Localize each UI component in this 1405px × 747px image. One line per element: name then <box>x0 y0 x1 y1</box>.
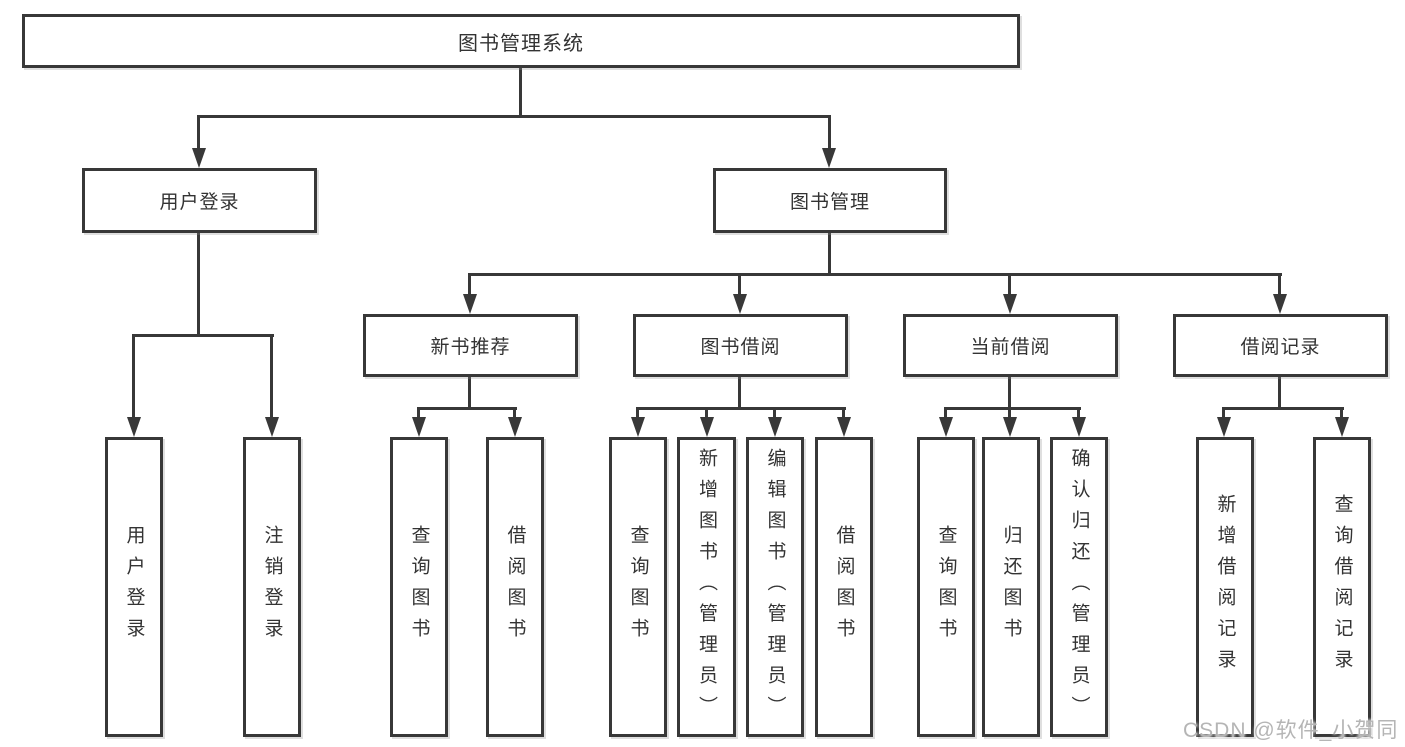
leaf-label: 查询图书 <box>408 525 430 649</box>
connector-current-borrow-rail <box>944 407 1081 410</box>
node-leaf-query-books-2: 查询图书 <box>609 437 667 737</box>
node-root: 图书管理系统 <box>22 14 1020 68</box>
connector-to-leaf-borrow-books-2 <box>842 407 845 419</box>
arrowhead-leaf-logout-icon <box>265 417 279 437</box>
connector-to-book-management <box>828 115 831 150</box>
leaf-label: 编辑图书（管理员） <box>764 447 786 727</box>
arrowhead-leaf-return-books-icon <box>1003 417 1017 437</box>
arrowhead-leaf-confirm-return-icon <box>1072 417 1086 437</box>
arrowhead-book-borrow-icon <box>733 294 747 314</box>
connector-new-book-stem <box>468 377 471 410</box>
connector-new-book-rail <box>417 407 517 410</box>
connector-to-current-borrow <box>1008 273 1011 296</box>
connector-user-login-stem <box>197 233 200 337</box>
node-new-book-recommend-label: 新书推荐 <box>430 337 511 358</box>
connector-to-leaf-add-record <box>1222 407 1225 419</box>
node-leaf-add-books-admin: 新增图书（管理员） <box>677 437 736 737</box>
node-current-borrow: 当前借阅 <box>903 314 1118 377</box>
node-leaf-borrow-books-1: 借阅图书 <box>486 437 544 737</box>
leaf-label: 归还图书 <box>1000 525 1022 649</box>
connector-borrow-records-stem <box>1278 377 1281 410</box>
connector-to-user-login <box>197 115 200 150</box>
connector-root-rail <box>198 115 831 118</box>
leaf-label: 新增图书（管理员） <box>696 447 717 727</box>
arrowhead-book-management-icon <box>822 148 836 168</box>
node-user-login: 用户登录 <box>82 168 317 233</box>
node-leaf-borrow-books-2: 借阅图书 <box>815 437 873 737</box>
connector-root-stem <box>519 68 522 118</box>
node-leaf-add-borrow-record: 新增借阅记录 <box>1196 437 1254 737</box>
node-leaf-logout: 注销登录 <box>243 437 301 737</box>
arrowhead-leaf-query-books-1-icon <box>412 417 426 437</box>
connector-borrow-records-rail <box>1222 407 1344 410</box>
arrowhead-user-login-icon <box>192 148 206 168</box>
arrowhead-current-borrow-icon <box>1003 294 1017 314</box>
arrowhead-leaf-edit-books-icon <box>768 417 782 437</box>
arrowhead-leaf-query-books-2-icon <box>631 417 645 437</box>
connector-to-leaf-query-books-2 <box>636 407 639 419</box>
node-current-borrow-label: 当前借阅 <box>970 337 1051 358</box>
node-leaf-query-books-3: 查询图书 <box>917 437 975 737</box>
leaf-label: 借阅图书 <box>833 525 855 649</box>
node-leaf-confirm-return-admin: 确认归还（管理员） <box>1050 437 1108 737</box>
connector-to-leaf-user-login <box>132 334 135 419</box>
connector-to-leaf-return-books <box>1008 407 1011 419</box>
leaf-label: 注销登录 <box>261 525 283 649</box>
node-book-borrow-label: 图书借阅 <box>700 337 781 358</box>
arrowhead-leaf-query-books-3-icon <box>939 417 953 437</box>
connector-to-leaf-query-books-1 <box>417 407 420 419</box>
arrowhead-leaf-borrow-books-2-icon <box>837 417 851 437</box>
connector-book-management-rail <box>468 273 1282 276</box>
leaf-label: 查询图书 <box>935 525 957 649</box>
csdn-watermark: CSDN @软件_小贺同学 <box>1183 719 1399 742</box>
leaf-label: 查询图书 <box>627 525 649 649</box>
arrowhead-borrow-records-icon <box>1273 294 1287 314</box>
node-borrow-records: 借阅记录 <box>1173 314 1388 377</box>
connector-to-leaf-confirm-return <box>1077 407 1080 419</box>
arrowhead-leaf-add-record-icon <box>1217 417 1231 437</box>
node-book-borrow: 图书借阅 <box>633 314 848 377</box>
node-leaf-edit-books-admin: 编辑图书（管理员） <box>746 437 804 737</box>
node-borrow-records-label: 借阅记录 <box>1240 337 1321 358</box>
connector-to-leaf-edit-books <box>773 407 776 419</box>
connector-book-management-stem <box>828 233 831 276</box>
connector-to-new-book-recommend <box>468 273 471 296</box>
leaf-label: 借阅图书 <box>504 525 526 649</box>
connector-to-leaf-logout <box>270 334 273 419</box>
connector-to-leaf-add-books <box>705 407 708 419</box>
node-new-book-recommend: 新书推荐 <box>363 314 578 377</box>
node-leaf-return-books: 归还图书 <box>982 437 1040 737</box>
connector-book-borrow-stem <box>738 377 741 410</box>
arrowhead-leaf-query-record-icon <box>1335 417 1349 437</box>
leaf-label: 用户登录 <box>123 525 145 649</box>
connector-to-borrow-records <box>1278 273 1281 296</box>
arrowhead-leaf-user-login-icon <box>127 417 141 437</box>
leaf-label: 查询借阅记录 <box>1331 494 1353 680</box>
connector-book-borrow-rail <box>636 407 846 410</box>
connector-to-leaf-borrow-books-1 <box>513 407 516 419</box>
leaf-label: 确认归还（管理员） <box>1068 447 1090 727</box>
arrowhead-leaf-add-books-icon <box>700 417 714 437</box>
connector-to-leaf-query-books-3 <box>944 407 947 419</box>
leaf-label: 新增借阅记录 <box>1214 494 1236 680</box>
connector-to-leaf-query-record <box>1340 407 1343 419</box>
connector-current-borrow-stem <box>1008 377 1011 410</box>
connector-to-book-borrow <box>738 273 741 296</box>
arrowhead-leaf-borrow-books-1-icon <box>508 417 522 437</box>
connector-user-login-rail <box>132 334 274 337</box>
node-leaf-query-books-1: 查询图书 <box>390 437 448 737</box>
node-leaf-query-borrow-record: 查询借阅记录 <box>1313 437 1371 737</box>
node-user-login-label: 用户登录 <box>159 192 240 213</box>
node-book-management: 图书管理 <box>713 168 947 233</box>
arrowhead-new-book-recommend-icon <box>463 294 477 314</box>
node-leaf-user-login: 用户登录 <box>105 437 163 737</box>
node-root-label: 图书管理系统 <box>458 32 584 55</box>
node-book-management-label: 图书管理 <box>789 192 870 213</box>
